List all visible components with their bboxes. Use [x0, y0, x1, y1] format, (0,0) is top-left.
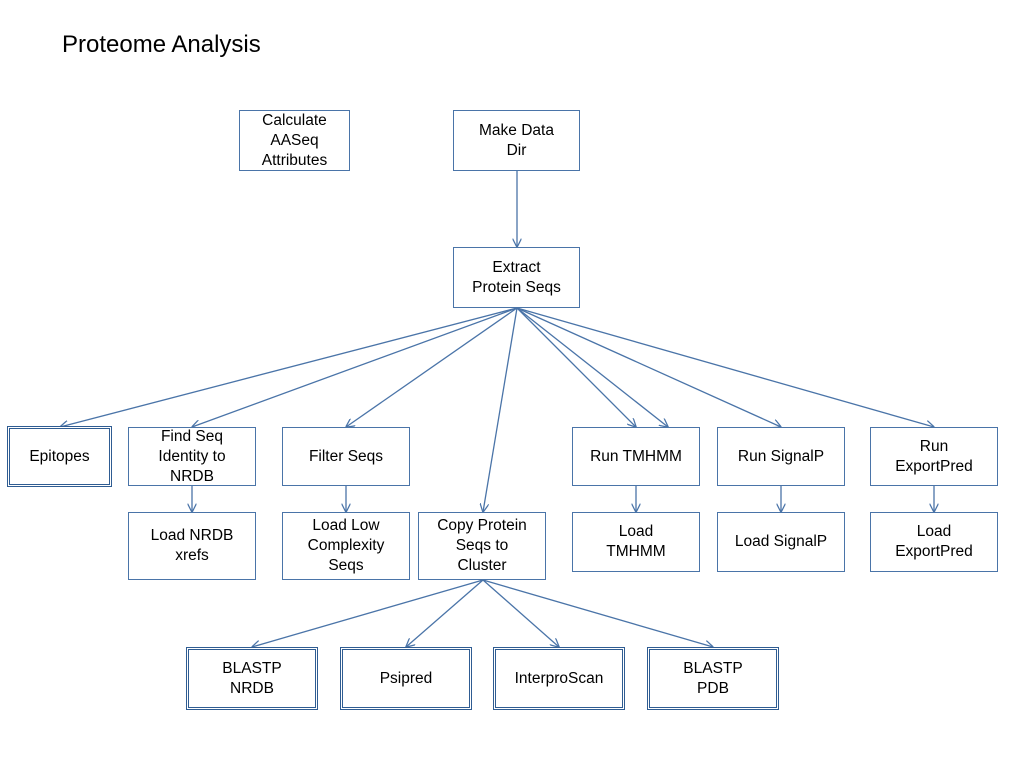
edge-extract-to-copy	[483, 307, 518, 512]
blastp-nrdb-node: BLASTP NRDB	[186, 647, 318, 710]
edge-extract-to-findseq	[192, 307, 518, 427]
load-exportpred-node: Load ExportPred	[870, 512, 998, 572]
interproscan-node: InterproScan	[493, 647, 625, 710]
edge-copy-to-blastpdb	[482, 579, 713, 647]
edge-extract-to-exportpred	[516, 307, 934, 427]
edge-copy-to-psipred	[406, 579, 484, 647]
node-label: Load Low Complexity Seqs	[307, 517, 385, 574]
node-label: BLASTP PDB	[683, 659, 743, 697]
calculate-aaseq-attributes-node: Calculate AASeq Attributes	[239, 110, 350, 171]
node-label: Copy Protein Seqs to Cluster	[437, 517, 527, 574]
node-label: Make Data Dir	[479, 121, 554, 159]
edge-group	[60, 171, 934, 647]
node-label: BLASTP NRDB	[222, 659, 282, 697]
load-tmhmm-node: Load TMHMM	[572, 512, 700, 572]
run-tmhmm-node: Run TMHMM	[572, 427, 700, 486]
page-title: Proteome Analysis	[62, 31, 261, 58]
edge-extract-to-filter	[346, 307, 518, 427]
filter-seqs-node: Filter Seqs	[282, 427, 410, 486]
epitopes-node: Epitopes	[7, 426, 112, 487]
node-label: Filter Seqs	[308, 447, 384, 465]
load-signalp-node: Load SignalP	[717, 512, 845, 572]
node-label: Load ExportPred	[895, 523, 973, 560]
node-label: Find Seq Identity to NRDB	[158, 427, 226, 485]
edge-extract-to-tmhmm	[516, 307, 668, 427]
node-label: Load SignalP	[734, 533, 828, 550]
node-label: Extract Protein Seqs	[472, 258, 561, 296]
psipred-node: Psipred	[340, 647, 472, 710]
edge-extract-to-epitopes	[60, 307, 518, 427]
edge-extract-to-tmhmm	[516, 307, 636, 427]
copy-protein-seqs-node: Copy Protein Seqs to Cluster	[418, 512, 546, 580]
edge-extract-to-signalp	[516, 307, 781, 427]
node-label: Run ExportPred	[895, 437, 973, 475]
extract-protein-seqs-node: Extract Protein Seqs	[453, 247, 580, 308]
run-signalp-node: Run SignalP	[717, 427, 845, 486]
run-exportpred-node: Run ExportPred	[870, 427, 998, 486]
node-label: Psipred	[379, 669, 433, 687]
node-label: Run SignalP	[737, 447, 825, 465]
make-data-dir-node: Make Data Dir	[453, 110, 580, 171]
load-low-complexity-seqs-node: Load Low Complexity Seqs	[282, 512, 410, 580]
node-label: Calculate AASeq Attributes	[261, 111, 328, 169]
node-label: Run TMHMM	[590, 447, 682, 465]
node-label: Load TMHMM	[606, 523, 666, 560]
load-nrdb-xrefs-node: Load NRDB xrefs	[128, 512, 256, 580]
node-label: Load NRDB xrefs	[150, 527, 234, 564]
blastp-pdb-node: BLASTP PDB	[647, 647, 779, 710]
node-label: InterproScan	[514, 669, 604, 687]
edge-copy-to-interpro	[482, 579, 559, 647]
find-seq-identity-node: Find Seq Identity to NRDB	[128, 427, 256, 486]
node-label: Epitopes	[29, 447, 90, 465]
edge-copy-to-blastnrdb	[252, 579, 484, 647]
